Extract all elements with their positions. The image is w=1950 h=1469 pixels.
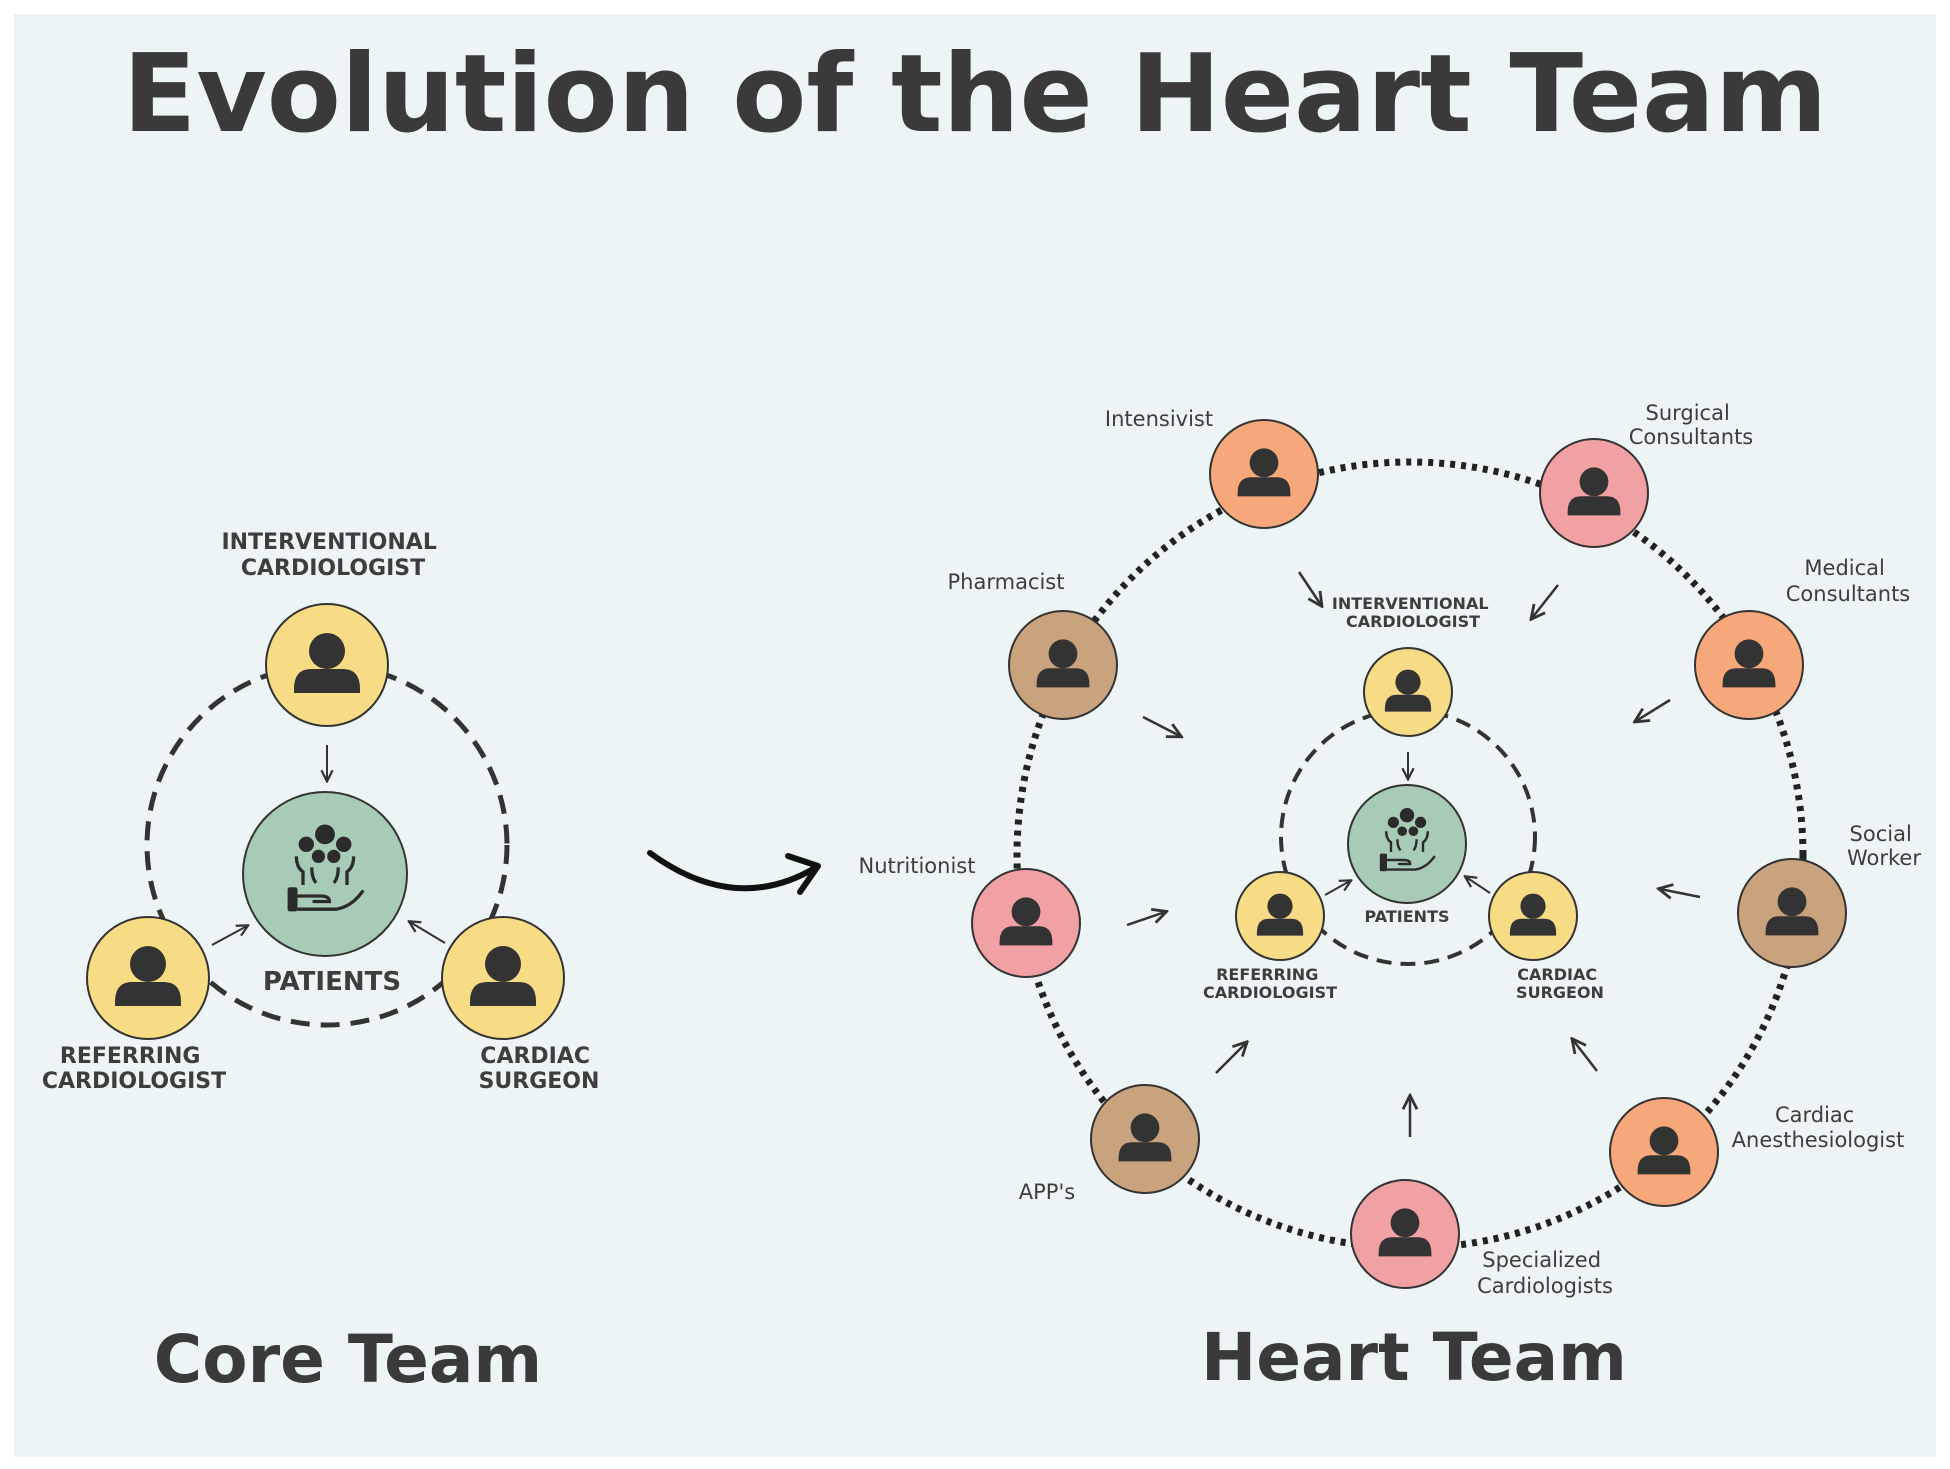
- core-patients-node: [242, 791, 408, 957]
- evolution-arrowhead: [785, 853, 821, 895]
- heart-surgeon-node: [1488, 871, 1578, 961]
- apps-label: APP's: [1019, 1180, 1075, 1204]
- specialized-cardiologists-node: [1350, 1179, 1460, 1289]
- social-worker-node: [1737, 858, 1847, 968]
- heart-team-heading: Heart Team: [1201, 1319, 1627, 1396]
- heart-team-diagram: PATIENTS INTERVENTIONAL CARDIOLOGIST REF…: [859, 401, 1922, 1396]
- intensivist-node: [1209, 419, 1319, 529]
- anesthesiologist-label: Cardiac Anesthesiologist: [1732, 1103, 1905, 1152]
- heart-patients-label: PATIENTS: [1364, 907, 1449, 926]
- core-interventional-node: [265, 603, 389, 727]
- surgical-consultants-label: Surgical Consultants: [1629, 401, 1754, 449]
- background-panel: [14, 14, 1936, 1457]
- core-team-diagram: PATIENTS INTERVENTIONAL CARDIOLOGIST REF…: [42, 530, 600, 1398]
- arrow-nutritionist: [1126, 912, 1165, 927]
- pharmacist-node: [1008, 610, 1118, 720]
- arrow-pharmacist: [1142, 715, 1180, 736]
- arrow-apps: [1215, 1043, 1246, 1074]
- nutritionist-node: [971, 868, 1081, 978]
- core-arrow-surgeon: [410, 922, 446, 944]
- core-referring-label: REFERRING CARDIOLOGIST: [42, 1044, 226, 1094]
- arrow-social: [1660, 889, 1701, 897]
- core-surgeon-label: CARDIAC SURGEON: [479, 1044, 600, 1094]
- evolution-arrow: [647, 850, 818, 892]
- heart-arrow-surgeon: [1466, 877, 1491, 894]
- anesthesiologist-node: [1609, 1097, 1719, 1207]
- core-interventional-label: INTERVENTIONAL CARDIOLOGIST: [221, 530, 444, 581]
- pharmacist-label: Pharmacist: [948, 570, 1065, 594]
- heart-inner-ring: [1279, 708, 1537, 966]
- core-team-heading: Core Team: [154, 1321, 542, 1398]
- social-worker-label: Social Worker: [1847, 822, 1921, 870]
- surgical-consultants-node: [1539, 438, 1649, 548]
- specialized-cardiologists-label: Specialized Cardiologists: [1477, 1248, 1613, 1298]
- arrow-surgical: [1532, 584, 1559, 618]
- medical-consultants-node: [1694, 610, 1804, 720]
- heart-surgeon-label: CARDIAC SURGEON: [1516, 965, 1604, 1002]
- medical-consultants-label: Medical Consultants: [1786, 556, 1911, 606]
- heart-interventional-label: INTERVENTIONAL CARDIOLOGIST: [1332, 594, 1494, 631]
- heart-arrow-referring: [1324, 881, 1350, 896]
- heart-interventional-node: [1363, 647, 1453, 737]
- heart-patients-node: [1347, 784, 1467, 904]
- core-surgeon-node: [441, 916, 565, 1040]
- core-referring-node: [86, 916, 210, 1040]
- core-patients-label: PATIENTS: [263, 967, 401, 997]
- page-title: Evolution of the Heart Team: [122, 32, 1828, 157]
- arrow-intensivist: [1297, 571, 1321, 605]
- heart-referring-label: REFERRING CARDIOLOGIST: [1203, 965, 1337, 1002]
- arrow-anesthesiologist: [1573, 1040, 1598, 1072]
- apps-node: [1090, 1084, 1200, 1194]
- nutritionist-label: Nutritionist: [859, 854, 976, 878]
- intensivist-label: Intensivist: [1105, 407, 1213, 431]
- heart-referring-node: [1235, 871, 1325, 961]
- arrow-medical: [1636, 698, 1671, 721]
- core-arrow-referring: [211, 926, 247, 946]
